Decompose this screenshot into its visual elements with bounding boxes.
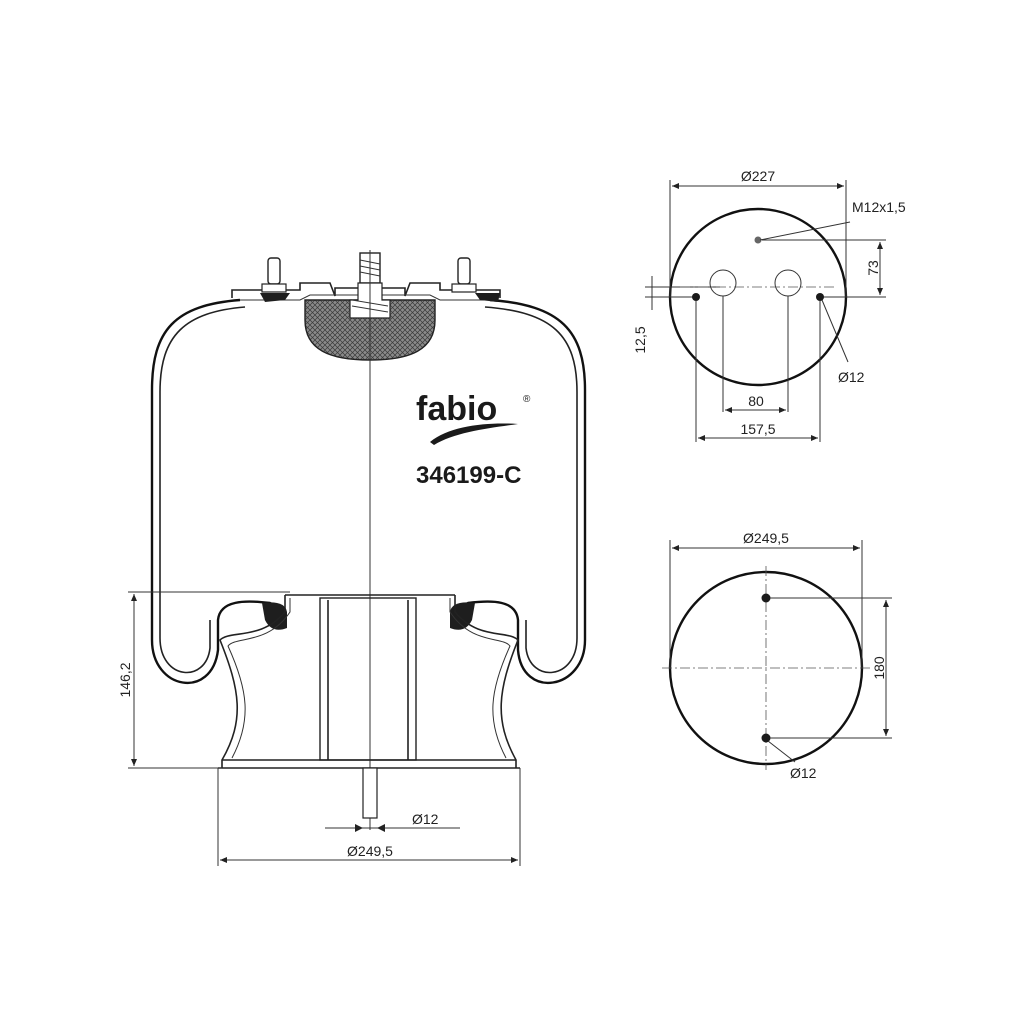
piston-tube	[319, 597, 417, 761]
top-plate-view: Ø227 M12x1,5 73 12,5 Ø12 80 157,5	[632, 168, 906, 442]
top-hole-left	[692, 293, 700, 301]
bellows-inner-left	[159, 306, 246, 674]
bottom-hole-bottom	[761, 733, 771, 743]
bottom-plate-view: Ø249,5 180 Ø12	[662, 530, 892, 781]
piston-left-inner	[227, 598, 291, 759]
bead-left	[262, 602, 287, 630]
stud-slot-right	[774, 269, 802, 297]
logo-swoosh	[430, 423, 518, 445]
bottom-pin-label: Ø12	[412, 811, 439, 827]
top-diameter-label: Ø227	[741, 168, 775, 184]
bellows-outline	[150, 298, 286, 685]
pin-arrow-right	[377, 824, 385, 832]
hole-diameter-label: Ø12	[838, 369, 865, 385]
thread-hole	[754, 236, 762, 244]
piston-right-inner	[449, 598, 511, 759]
bottom-hole-diameter-label: Ø12	[790, 765, 817, 781]
offset-12-5-label: 12,5	[632, 326, 648, 353]
top-bead-right	[475, 293, 500, 302]
part-number: 346199-C	[416, 462, 521, 489]
stud-slot-left	[709, 269, 737, 297]
right-stud	[457, 257, 471, 285]
bottom-pin	[362, 767, 378, 819]
hole-spacing-157-5-label: 157,5	[740, 421, 775, 437]
bottom-hole-top	[761, 593, 771, 603]
bottom-hole-leader	[767, 740, 796, 763]
piston-bottom	[218, 759, 520, 769]
thread-label: M12x1,5	[852, 199, 906, 215]
top-hole-right	[816, 293, 824, 301]
hole-leader	[821, 299, 849, 363]
pin-arrow-left	[355, 824, 363, 832]
hole-spacing-180-label: 180	[871, 656, 887, 680]
offset-73-label: 73	[865, 260, 881, 276]
registered-mark: ®	[523, 394, 531, 405]
bottom-diameter-label: Ø249,5	[347, 843, 393, 859]
top-bead-left	[260, 293, 290, 302]
bellows-inner-right	[484, 306, 578, 674]
left-stud-base	[261, 283, 287, 293]
side-view: 146,2 Ø12 Ø249,5 fabio ® 346199-C	[117, 250, 587, 866]
piston-left	[219, 595, 286, 768]
thread-leader	[759, 221, 851, 241]
piston-right	[454, 595, 519, 768]
left-stud	[267, 257, 281, 285]
bead-right	[450, 602, 475, 630]
bellows-outline-right	[454, 298, 587, 685]
brand-logo: fabio	[416, 390, 497, 428]
height-label: 146,2	[117, 662, 133, 697]
bottom-plate-diameter-label: Ø249,5	[743, 530, 789, 546]
right-stud-base	[451, 283, 477, 293]
stud-spacing-80-label: 80	[748, 393, 764, 409]
